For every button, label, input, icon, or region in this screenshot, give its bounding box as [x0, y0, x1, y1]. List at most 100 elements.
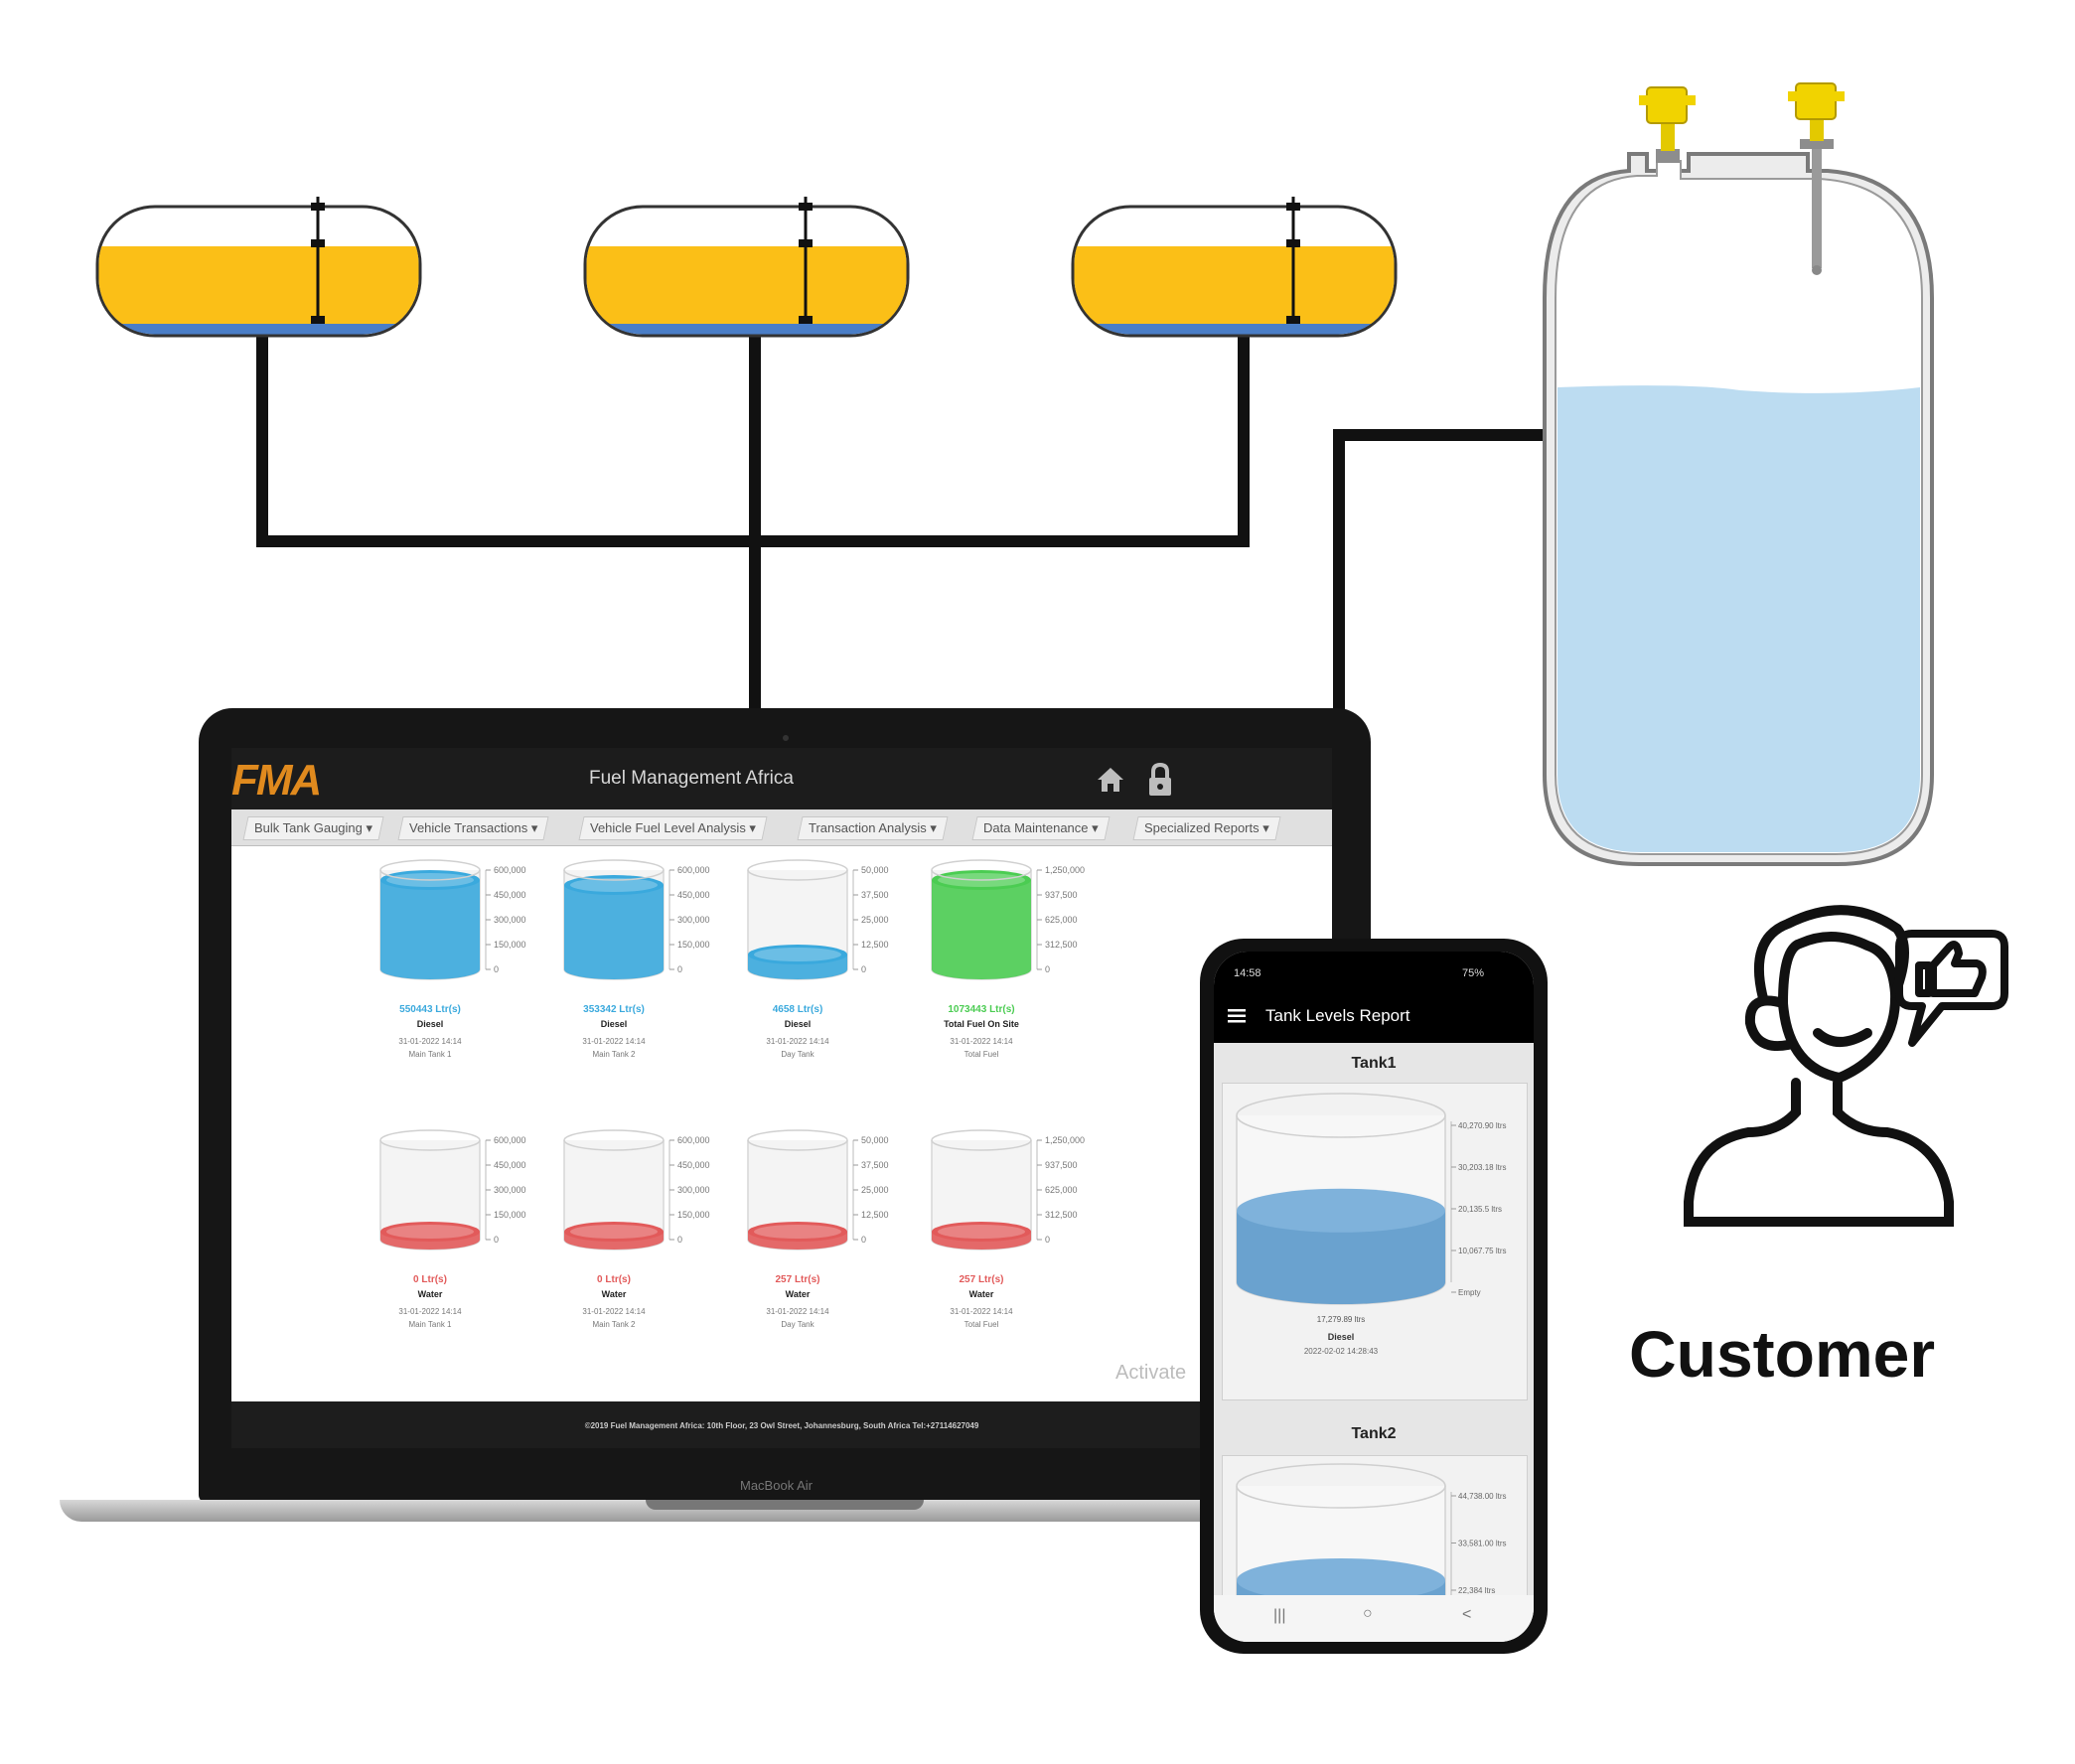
- level-sensor-right: [1788, 82, 1845, 275]
- gauge-product: Water: [601, 1289, 627, 1299]
- water-layer: [586, 324, 907, 335]
- gauge-tick-label: 450,000: [677, 1160, 710, 1170]
- gauge-liquid: [932, 880, 1031, 979]
- gauge-tank-name: Main Tank 2: [592, 1050, 636, 1059]
- gauge-value: 0 Ltr(s): [597, 1274, 631, 1285]
- menu-vehicle-fuel-level-analysis[interactable]: Vehicle Fuel Level Analysis ▾: [578, 816, 768, 840]
- gauge-tick-label: 0: [1045, 1235, 1050, 1245]
- gauge-date: 31-01-2022 14:14: [582, 1307, 646, 1316]
- dashboard-footer: ©2019 Fuel Management Africa: 10th Floor…: [231, 1401, 1332, 1448]
- gauge-tick-label: 625,000: [1045, 915, 1078, 925]
- gauge-value: 257 Ltr(s): [775, 1274, 820, 1285]
- gauge-tick-label: 450,000: [494, 1160, 526, 1170]
- gauge-tick-label: 37,500: [861, 890, 889, 900]
- fuel-layer: [1074, 246, 1395, 324]
- gauge-liquid-highlight: [386, 1225, 474, 1239]
- app-header: FMA Fuel Management Africa: [231, 748, 1332, 809]
- gauge-product: Diesel: [784, 1019, 812, 1029]
- gauge-rim: [931, 859, 1032, 881]
- nav-recents-button[interactable]: |||: [1273, 1607, 1286, 1624]
- gauge-tick-label: 450,000: [494, 890, 526, 900]
- fma-logo[interactable]: FMA: [231, 756, 322, 805]
- gauge-tick-label: 600,000: [677, 865, 710, 875]
- gauge-tick-label: 0: [861, 1235, 866, 1245]
- hamburger-icon[interactable]: [1228, 1009, 1246, 1023]
- laptop-base: [60, 1500, 1510, 1522]
- gauge-rim: [563, 1129, 665, 1151]
- vessel-liquid: [1557, 385, 1920, 852]
- pipe-vessel-to-laptop: [1333, 429, 1550, 710]
- phone-app-bar: Tank Levels Report: [1214, 991, 1534, 1043]
- gauge-date: 31-01-2022 14:14: [398, 1037, 462, 1046]
- gauge-tick-label: 150,000: [494, 940, 526, 950]
- tank2-name: Tank2: [1351, 1425, 1397, 1442]
- activation-watermark: Activate: [1115, 1362, 1187, 1384]
- probe-float: [1286, 203, 1300, 211]
- menu-vehicle-transactions[interactable]: Vehicle Transactions ▾: [397, 816, 549, 840]
- gauge-tick-label: 450,000: [677, 890, 710, 900]
- gauge-value: 0 Ltr(s): [413, 1274, 447, 1285]
- gauge-date: 31-01-2022 14:14: [950, 1037, 1013, 1046]
- menu-data-maintenance[interactable]: Data Maintenance ▾: [971, 816, 1111, 840]
- gauge-tank-name: Total Fuel: [963, 1050, 999, 1059]
- gauge-rim: [747, 1129, 848, 1151]
- phone-gauge-rim: [1236, 1463, 1446, 1509]
- gauge-liquid-surface: [748, 945, 847, 964]
- phone-notch: [1313, 952, 1442, 975]
- gauge-rim: [931, 1129, 1032, 1151]
- menu-specialized-reports[interactable]: Specialized Reports ▾: [1132, 816, 1281, 840]
- gauge-liquid: [564, 885, 664, 979]
- phone-gauge-tick-label: 22,384 ltrs: [1458, 1586, 1495, 1595]
- gauge-tick-label: 300,000: [677, 1185, 710, 1195]
- vertical-vessel: [1543, 82, 1934, 866]
- lock-icon[interactable]: [1145, 762, 1175, 798]
- phone-gauge-rim: [1236, 1093, 1446, 1138]
- gauge-product: Water: [785, 1289, 811, 1299]
- gauge-product: Water: [968, 1289, 994, 1299]
- nav-home-button[interactable]: ○: [1363, 1605, 1373, 1622]
- menu-bulk-tank-gauging[interactable]: Bulk Tank Gauging ▾: [242, 816, 384, 840]
- gauge-rim: [379, 1129, 481, 1151]
- gauge-liquid-surface: [932, 1222, 1031, 1242]
- fuel-layer: [98, 246, 419, 324]
- gauge-liquid-surface: [380, 1222, 480, 1242]
- gauge-product: Water: [417, 1289, 443, 1299]
- gauge-date: 31-01-2022 14:14: [398, 1307, 462, 1316]
- gauge-liquid-surface: [564, 1222, 664, 1242]
- gauge-liquid-surface: [748, 1222, 847, 1242]
- dashboard-screen: FMA Fuel Management Africa Bulk Tank Gau…: [231, 748, 1332, 1448]
- menu-transaction-analysis[interactable]: Transaction Analysis ▾: [797, 816, 949, 840]
- nav-back-button[interactable]: <: [1462, 1606, 1472, 1623]
- gauge-tick-label: 312,500: [1045, 1210, 1078, 1220]
- gauge-tick-label: 0: [494, 964, 499, 974]
- gauge-date: 31-01-2022 14:14: [766, 1037, 829, 1046]
- level-sensor-left: [1639, 86, 1696, 163]
- home-icon[interactable]: [1096, 766, 1125, 794]
- gauge-tick-label: 50,000: [861, 1135, 889, 1145]
- gauge-tick-label: 0: [494, 1235, 499, 1245]
- horizontal-tank-3: [1071, 197, 1398, 338]
- gauge-product: Diesel: [416, 1019, 444, 1029]
- laptop-camera: [783, 735, 789, 741]
- gauge-liquid-surface: [564, 875, 664, 895]
- gauge-tick-label: 150,000: [677, 940, 710, 950]
- phone-gauge-tick-label: 40,270.90 ltrs: [1458, 1121, 1506, 1130]
